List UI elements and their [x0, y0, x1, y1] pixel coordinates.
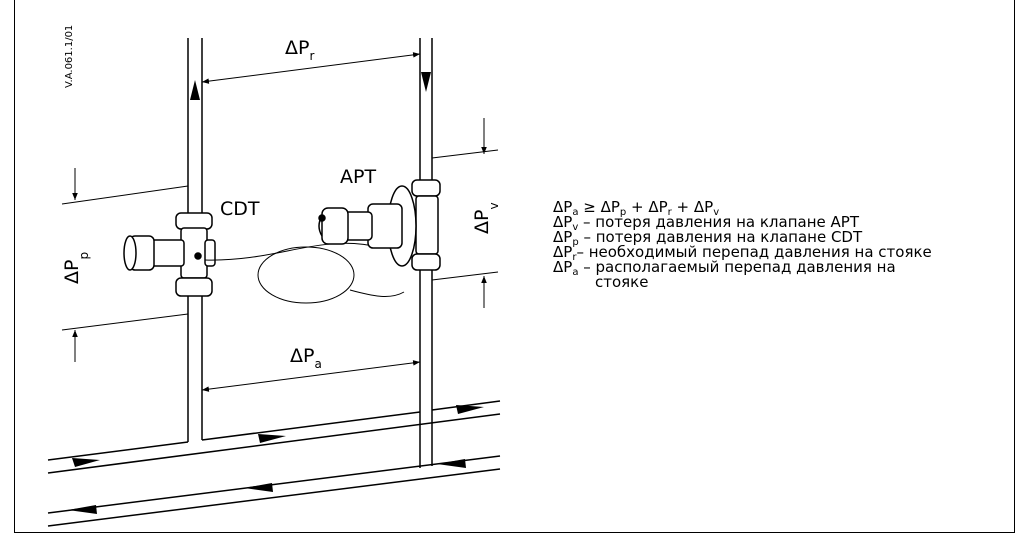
- horizontal-pipes: [47, 400, 501, 527]
- flow-arrow: [190, 80, 200, 100]
- legend-item-dp-a-cont: стояке: [595, 273, 649, 291]
- dp-p-label: ΔPp: [61, 252, 91, 284]
- dp-v-label: ΔPv: [471, 202, 501, 234]
- dp-r-label: ΔPr: [285, 37, 314, 63]
- legend: ΔPa ≥ ΔPp + ΔPr + ΔPv ΔPv – потеря давле…: [553, 200, 983, 290]
- legend-item-dp-r: ΔPr– необходимый перепад давления на сто…: [553, 243, 932, 263]
- doc-code: V.A.061.1/01: [64, 25, 75, 88]
- legend-formula: ΔPa ≥ ΔPp + ΔPr + ΔPv: [553, 198, 720, 218]
- apt-valve: [318, 179, 441, 271]
- flow-arrow: [72, 458, 100, 467]
- flow-arrow: [456, 405, 484, 414]
- dimension-lines: [61, 52, 499, 392]
- flow-arrows-vertical: [190, 72, 431, 100]
- legend-item-dp-a: ΔPa – располагаемый перепад давления на: [553, 258, 896, 278]
- flow-arrow: [437, 459, 466, 468]
- cdt-valve: [123, 212, 216, 297]
- legend-item-dp-v: ΔPv – потеря давления на клапане APT: [553, 213, 859, 233]
- flow-arrow: [244, 483, 273, 492]
- capillary-tube: [204, 242, 405, 304]
- risers: [187, 38, 433, 468]
- legend-item-dp-p: ΔPp – потеря давления на клапане CDT: [553, 228, 863, 248]
- figure-frame: [14, 0, 1015, 533]
- flow-arrow: [258, 434, 286, 443]
- flow-arrows-horizontal: [68, 405, 484, 514]
- flow-arrow: [68, 505, 97, 514]
- flow-arrow: [421, 72, 431, 92]
- cdt-label: CDT: [220, 198, 260, 220]
- dp-a-label: ΔPa: [290, 345, 322, 371]
- apt-label: APT: [340, 166, 376, 188]
